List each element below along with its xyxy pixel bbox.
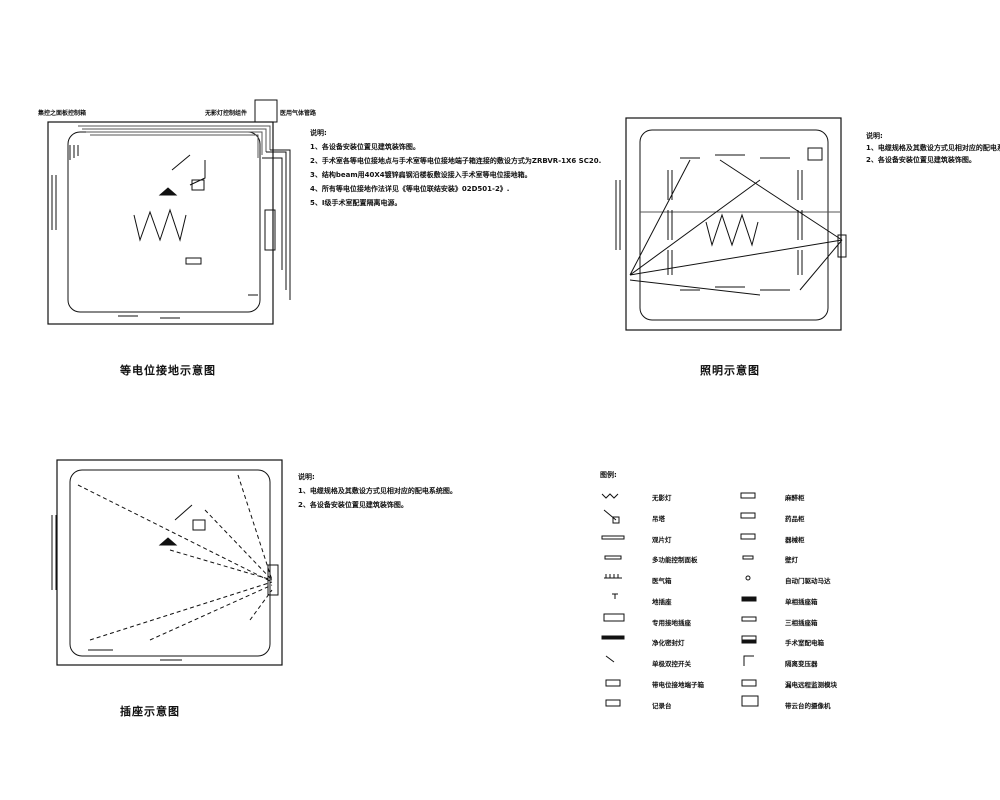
legend-heading: 图例: xyxy=(600,471,617,479)
legend-item: 单极双控开关 xyxy=(652,660,691,668)
legend-item: 药品柜 xyxy=(785,515,805,523)
legend-symbols xyxy=(601,492,759,707)
legend-item: 手术室配电箱 xyxy=(785,639,824,647)
legend-item: 多功能控制面板 xyxy=(652,556,698,564)
legend-item: 单相插座箱 xyxy=(785,598,818,606)
note-item: 4、所有等电位接地作法详见《等电位联结安装》02D501-2》. xyxy=(310,185,510,193)
note-item: 2、各设备安装位置见建筑装饰图。 xyxy=(866,156,976,164)
grounding-title: 等电位接地示意图 xyxy=(120,364,216,377)
notes-heading: 说明: xyxy=(298,473,315,481)
grounding-plan xyxy=(47,99,291,325)
legend-item: 壁灯 xyxy=(785,556,798,564)
legend-item: 吊塔 xyxy=(652,515,665,523)
legend-item: 地插座 xyxy=(652,598,672,606)
notes-heading: 说明: xyxy=(310,129,327,137)
legend-item: 观片灯 xyxy=(652,536,672,544)
socket-plan xyxy=(51,459,283,666)
note-item: 3、结构beam用40X4镀锌扁钢沿楼板敷设接入手术室等电位接地箱。 xyxy=(310,171,532,179)
lighting-notes: 说明: 1、电缆规格及其敷设方式见相对应的配电系统图。 2、各设备安装位置见建筑… xyxy=(866,130,1000,166)
legend-item: 漏电远程监测模块 xyxy=(785,681,837,689)
lighting-plan xyxy=(615,117,847,331)
legend-item: 专用接地插座 xyxy=(652,619,691,627)
legend-item: 带电位接地端子箱 xyxy=(652,681,704,689)
notes-heading: 说明: xyxy=(866,132,883,140)
note-item: 1、电缆规格及其敷设方式见相对应的配电系统图。 xyxy=(298,487,457,495)
note-item: 2、各设备安装位置见建筑装饰图。 xyxy=(298,501,408,509)
label-shadowless-control: 无影灯控制组件 xyxy=(205,110,248,117)
note-item: 1、电缆规格及其敷设方式见相对应的配电系统图。 xyxy=(866,144,1000,152)
legend-item: 自动门驱动马达 xyxy=(785,577,831,585)
legend-item: 无影灯 xyxy=(652,494,672,502)
lighting-title: 照明示意图 xyxy=(700,364,760,377)
note-item: 2、手术室各等电位接地点与手术室等电位接地端子箱连接的敷设方式为ZRBVR-1X… xyxy=(310,157,602,165)
label-control-panel: 集控之面板控制箱 xyxy=(38,110,87,117)
note-item: 5、I级手术室配置隔离电源。 xyxy=(310,199,402,207)
socket-notes: 说明: 1、电缆规格及其敷设方式见相对应的配电系统图。 2、各设备安装位置见建筑… xyxy=(298,470,457,512)
legend-item: 麻醉柜 xyxy=(785,494,805,502)
legend-item: 隔离变压器 xyxy=(785,660,818,668)
legend-item: 净化密封灯 xyxy=(652,639,685,647)
legend-item: 器械柜 xyxy=(785,536,805,544)
legend-item: 三相插座箱 xyxy=(785,619,818,627)
legend-item: 医气箱 xyxy=(652,577,672,585)
grounding-notes: 说明: 1、各设备安装位置见建筑装饰图。 2、手术室各等电位接地点与手术室等电位… xyxy=(310,126,601,210)
label-medical-gas: 医用气体管路 xyxy=(280,110,317,117)
legend-item: 记录台 xyxy=(652,702,672,710)
legend-item: 带云台的摄像机 xyxy=(785,702,831,710)
note-item: 1、各设备安装位置见建筑装饰图。 xyxy=(310,143,420,151)
socket-title: 插座示意图 xyxy=(120,705,180,718)
